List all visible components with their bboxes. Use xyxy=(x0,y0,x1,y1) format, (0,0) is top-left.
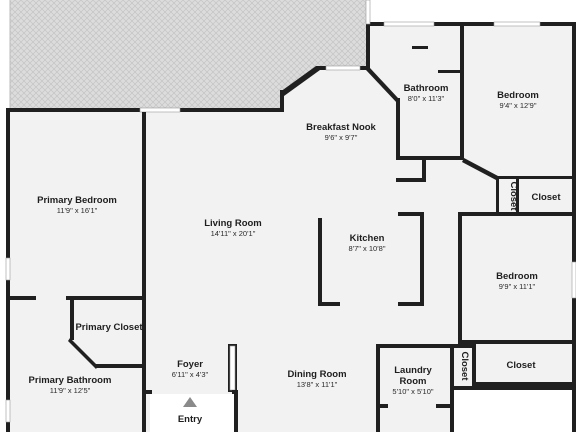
room-name-dining-room: Dining Room xyxy=(287,369,346,380)
room-name-primary-bedroom: Primary Bedroom xyxy=(37,195,117,206)
room-dims-breakfast-nook: 9'6" x 9'7" xyxy=(325,133,358,142)
room-name-bedroom-mid: Bedroom xyxy=(496,271,538,282)
room-name-primary-closet: Primary Closet xyxy=(75,322,143,333)
room-dims-primary-bathroom: 11'9" x 12'5" xyxy=(50,386,91,395)
room-name-kitchen: Kitchen xyxy=(350,233,385,244)
entry-arrow-icon xyxy=(183,397,197,407)
room-name-laundry-line2: Room xyxy=(400,376,427,387)
wall xyxy=(472,344,476,386)
room-name-entry: Entry xyxy=(178,414,203,425)
wall xyxy=(68,338,98,369)
wall xyxy=(450,344,454,432)
room-name-bedroom-top: Bedroom xyxy=(497,90,539,101)
room-dims-foyer: 6'11" x 4'3" xyxy=(172,370,209,379)
wall xyxy=(422,156,426,182)
room-dims-primary-bedroom: 11'9" x 16'1" xyxy=(57,206,98,215)
wall xyxy=(458,340,576,344)
wall xyxy=(96,364,146,368)
wall xyxy=(366,68,398,104)
wall xyxy=(366,22,576,26)
wall xyxy=(398,212,424,216)
wall xyxy=(318,302,340,306)
room-name-living-room: Living Room xyxy=(204,218,262,229)
wall xyxy=(396,98,400,158)
room-name-closet-small: Closet xyxy=(508,181,519,211)
room-name-closet-right: Closet xyxy=(531,192,561,203)
wall xyxy=(376,404,388,408)
wall xyxy=(398,302,424,306)
room-dims-dining-room: 13'8" x 11'1" xyxy=(297,380,338,389)
wall xyxy=(572,22,576,432)
room-dims-bedroom-top: 9'4" x 12'9" xyxy=(500,101,537,110)
room-dims-bedroom-mid: 9'9" x 11'1" xyxy=(499,282,536,291)
outside-area xyxy=(454,390,572,432)
entry-area xyxy=(150,394,234,432)
wall xyxy=(146,390,152,394)
room-name-foyer: Foyer xyxy=(177,359,203,370)
room-name-breakfast-nook: Breakfast Nook xyxy=(306,122,376,133)
wall xyxy=(458,212,576,216)
room-name-primary-bathroom: Primary Bathroom xyxy=(29,375,112,386)
wall xyxy=(396,178,426,182)
room-name-bathroom: Bathroom xyxy=(404,83,449,94)
wall xyxy=(412,46,428,49)
interior-floor xyxy=(8,22,576,432)
wall xyxy=(462,158,498,180)
wall xyxy=(366,22,370,70)
room-name-closet-laundry: Closet xyxy=(459,351,470,381)
wall xyxy=(422,156,464,160)
room-dims-bathroom: 8'0" x 11'3" xyxy=(408,94,445,103)
room-name-laundry-line1: Laundry xyxy=(394,365,432,376)
wall xyxy=(376,344,476,348)
room-dims-laundry-room: 5'10" x 5'10" xyxy=(392,387,433,396)
wall xyxy=(420,212,424,306)
room-dims-living-room: 14'11" x 20'1" xyxy=(211,229,256,238)
wall xyxy=(280,90,284,112)
wall xyxy=(70,296,74,340)
wall xyxy=(436,404,454,408)
wall xyxy=(496,176,499,216)
wall xyxy=(516,176,519,216)
wall xyxy=(438,70,460,73)
wall xyxy=(458,212,462,342)
room-dims-kitchen: 8'7" x 10'8" xyxy=(349,244,386,253)
wall xyxy=(318,218,322,306)
wall xyxy=(66,296,146,300)
wall xyxy=(8,296,36,300)
wall xyxy=(234,390,238,432)
wall xyxy=(496,176,576,179)
patio xyxy=(10,0,368,110)
wall xyxy=(472,382,576,386)
wall xyxy=(376,344,380,432)
wall xyxy=(460,22,464,158)
room-name-closet-bottom-right: Closet xyxy=(506,360,536,371)
wall xyxy=(454,386,576,390)
wall xyxy=(142,112,146,432)
wall xyxy=(396,156,426,160)
wall xyxy=(280,66,320,96)
